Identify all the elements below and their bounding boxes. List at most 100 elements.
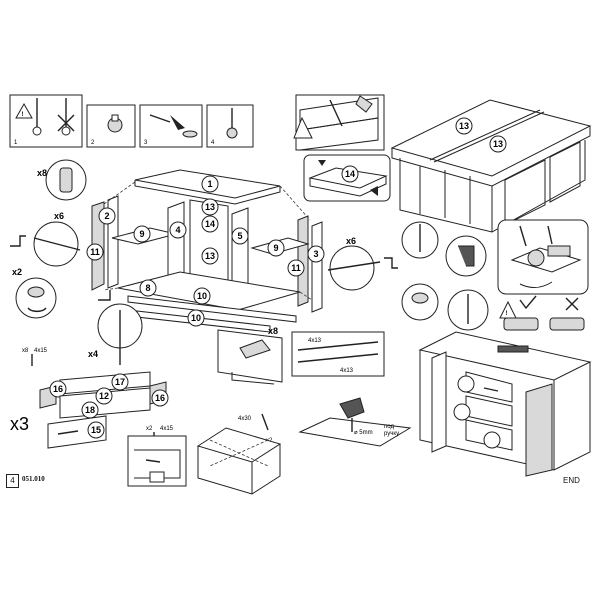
screwdriver-icon <box>453 403 471 421</box>
part-2-callout: 2 <box>104 211 109 221</box>
handle-wrong-icon <box>549 317 585 331</box>
part-10-callout: 10 <box>197 291 207 301</box>
screw-icon <box>547 225 553 245</box>
part-13-callout: 13 <box>205 202 215 212</box>
handle-icon <box>57 430 79 435</box>
check-icon <box>519 295 537 310</box>
part-10-callout: 10 <box>191 313 201 323</box>
tool-box-3 <box>139 104 203 148</box>
part-9-callout: 9 <box>139 229 144 239</box>
confirmat-screw-icon <box>327 261 381 271</box>
part-1-callout: 1 <box>207 179 212 189</box>
top-mid-inset <box>293 94 385 151</box>
qty-x6-left: x6 <box>54 211 64 221</box>
part-5-callout: 5 <box>237 231 242 241</box>
door-right <box>525 383 553 477</box>
dowel-icon <box>59 167 73 193</box>
hinge-cup-icon <box>527 249 545 267</box>
cam-lock-icon <box>27 286 45 298</box>
part-13-callout: 13 <box>459 121 469 131</box>
screwdriver-icon <box>329 99 343 127</box>
qty-x8-hammer: x8 <box>268 326 278 336</box>
part-16-callout: 16 <box>155 393 165 403</box>
part-14-callout: 14 <box>345 169 355 179</box>
drawer-base-steps: x2 4x15 4x30 x2 <box>127 413 282 495</box>
part-14-callout: 14 <box>205 219 215 229</box>
qty-x8-small: x8 <box>22 348 29 354</box>
drill-step: ⌀ 5mm под ручку <box>298 397 412 447</box>
tools-strip: ! 1 2 3 4 <box>9 94 254 148</box>
part-12-callout: 12 <box>99 391 109 401</box>
end-label: END <box>563 476 580 485</box>
cam-lock-icon <box>411 292 429 304</box>
part-15-callout: 15 <box>91 425 101 435</box>
svg-text:!: ! <box>506 311 508 317</box>
final-sideboard <box>418 331 592 477</box>
screw-size-c: 4x30 <box>238 416 252 422</box>
carcass-exploded-view: 1 11 11 2 3 9 9 4 5 13 14 <box>86 169 325 333</box>
drawer-assembly: x8 4x15 17 16 16 12 18 x3 15 <box>10 348 169 449</box>
drill-note-2: ручку <box>384 431 399 437</box>
right-hardware: x6 <box>327 221 489 331</box>
part-10-plinth <box>127 295 297 323</box>
part-11-callout: 11 <box>90 247 100 257</box>
drawer-handle-icon <box>483 387 499 392</box>
qty-x2-left: x2 <box>12 267 22 277</box>
part-13-callout: 13 <box>205 251 215 261</box>
rotate-arrow-icon <box>27 307 47 313</box>
step-4-label: 4 <box>211 140 215 146</box>
hex-key-icon <box>10 235 26 247</box>
level-icon <box>497 345 529 353</box>
part-11-callout: 11 <box>291 263 301 273</box>
qty-x2-a: x2 <box>146 426 153 432</box>
step-1-label: 1 <box>14 140 18 146</box>
hammer-icon <box>239 339 271 359</box>
drawer-rail-icon <box>297 341 379 351</box>
top-panel <box>390 99 592 177</box>
drill-note-1: под <box>384 424 394 430</box>
rail-screw-size-b: 4x13 <box>340 368 354 374</box>
left-hardware: x8 x6 x2 x4 <box>10 159 143 365</box>
shelf-support-icon <box>458 245 475 267</box>
arrow-icon <box>170 115 185 130</box>
drill-diameter: ⌀ 5mm <box>354 430 373 436</box>
part-11-right-side <box>297 215 309 307</box>
hex-key-icon <box>384 257 398 269</box>
confirmat-screw-icon <box>33 237 81 251</box>
part-9-callout: 9 <box>273 243 278 253</box>
top-panel-assembly: 13 13 <box>390 99 592 233</box>
part-4-callout: 4 <box>175 225 180 235</box>
warning-icon <box>293 116 313 139</box>
part-17-callout: 17 <box>115 377 125 387</box>
handle-correct-icon <box>503 317 539 331</box>
qty-x8-dowel: x8 <box>37 168 47 178</box>
screw-icon <box>149 114 171 123</box>
drawer-rail-icon <box>297 353 379 363</box>
step-2-label: 2 <box>91 140 95 146</box>
rail-screw-size-a: 4x13 <box>308 338 322 344</box>
drill-icon <box>339 397 365 419</box>
qty-x3-drawers: x3 <box>10 414 29 434</box>
hinge-arm-icon <box>547 245 571 257</box>
middle-hardware: x8 4x13 4x13 <box>217 326 385 385</box>
part-13-callout: 13 <box>493 139 503 149</box>
hex-key-icon <box>98 290 111 301</box>
part-18-callout: 18 <box>85 405 95 415</box>
door-left <box>431 351 447 453</box>
screw-icon <box>519 225 527 247</box>
part-16-callout: 16 <box>53 384 63 394</box>
handle-warning: ! <box>499 295 585 331</box>
page-number-box: 4 <box>6 474 19 488</box>
qty-x4-leg: x4 <box>88 349 98 359</box>
hand-icon <box>355 95 373 113</box>
qty-x6-right: x6 <box>346 236 356 246</box>
screw-icon <box>261 413 269 431</box>
screw-size-a: 4x15 <box>34 348 48 354</box>
part-8-callout: 8 <box>145 283 150 293</box>
part-3 <box>311 221 323 313</box>
part-3-callout: 3 <box>313 249 318 259</box>
tool-box-4 <box>206 104 254 148</box>
hinge-inset <box>497 219 589 295</box>
